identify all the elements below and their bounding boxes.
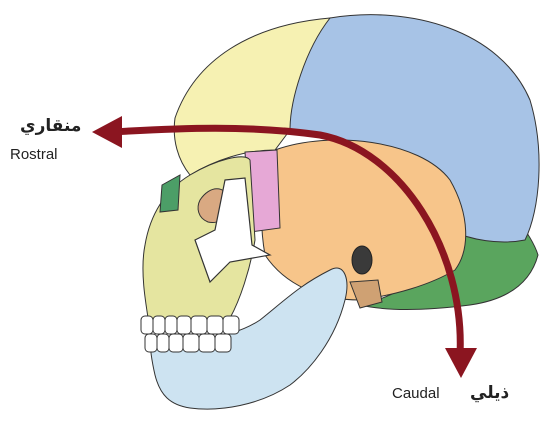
caudal-english-label: Caudal — [392, 385, 440, 402]
caudal-arabic-label: ذيلي — [470, 383, 509, 403]
mastoid-process — [350, 280, 382, 308]
caudal-arrowhead-icon — [445, 348, 477, 378]
rostral-english-label: Rostral — [10, 146, 58, 163]
teeth — [141, 316, 239, 352]
rostral-arabic-label: منقاري — [20, 116, 81, 136]
rostral-arrowhead-icon — [92, 116, 122, 148]
ear-canal — [352, 246, 372, 274]
nasal-bone — [160, 175, 180, 212]
